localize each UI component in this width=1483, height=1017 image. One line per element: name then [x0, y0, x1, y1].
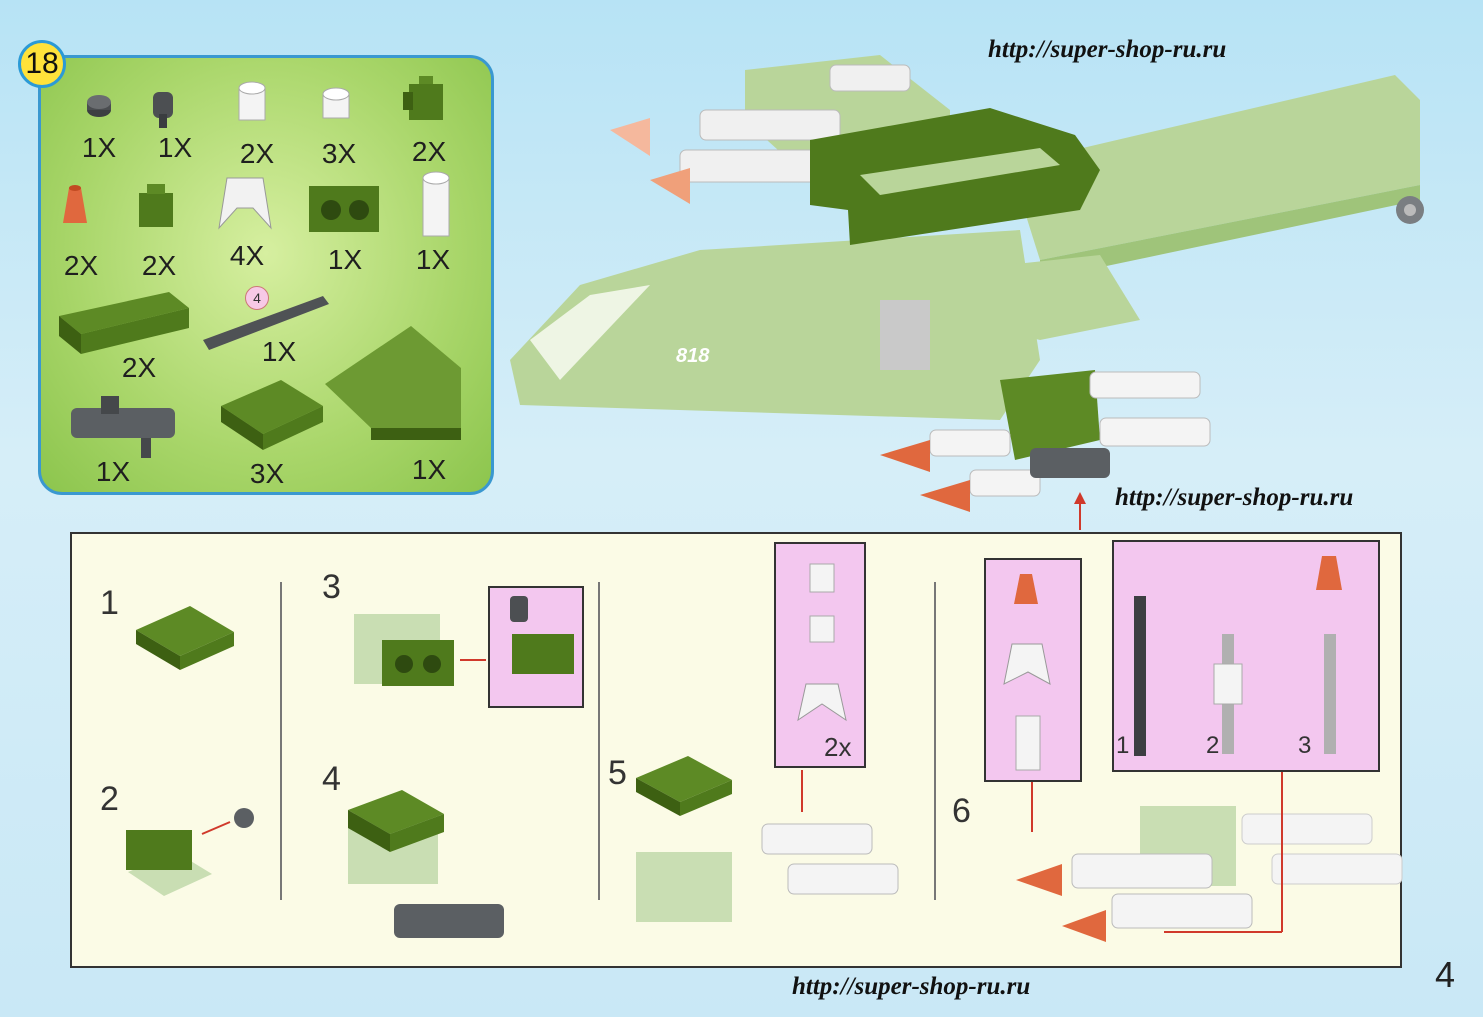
qty-label: 3X [249, 458, 285, 489]
part-plate-1x4-icon [59, 292, 189, 354]
part-pin-icon [153, 92, 173, 128]
step-number: 3 [322, 568, 341, 606]
step-divider [598, 582, 600, 900]
qty-label: 2X [411, 136, 447, 167]
part-brick-stud-icon [403, 76, 443, 120]
qty-label: 1X [415, 244, 451, 275]
parts-list-box: 1X 1X 2X 3X 2X 2X 2X 4X 1X 1X 2X 1X 4 1X… [38, 55, 494, 495]
qty-label: 1X [95, 456, 131, 487]
part-plate-2x2-icon [221, 380, 323, 450]
part-technic-brick-icon [309, 186, 379, 232]
qty-label: 2X [121, 352, 157, 383]
part-round-brick-2x2-icon [422, 171, 450, 237]
qty-label: 1X [157, 132, 193, 163]
page-number: 4 [1434, 954, 1455, 995]
step5-multiplier: 2x [824, 732, 852, 762]
qty-label: 4X [229, 240, 265, 271]
part-slope-wedge-icon [325, 326, 461, 440]
watermark-url-middle: http://super-shop-ru.ru [1115, 484, 1354, 511]
step-number: 2 [100, 780, 119, 818]
assembly-steps-panel: 1 2 3 4 5 6 2x 1 2 3 [70, 532, 1403, 968]
step-number: 4 [322, 760, 341, 798]
qty-label: 2X [141, 250, 177, 281]
qty-label: 1X [411, 454, 447, 485]
helicopter-model-illustration: 818 [510, 55, 1424, 530]
part-cone-icon [63, 185, 87, 223]
step-number: 5 [608, 754, 627, 792]
qty-label: 2X [63, 250, 99, 281]
sub-step-number: 3 [1298, 732, 1312, 759]
part-round-brick-icon [238, 81, 266, 121]
step-number: 1 [100, 584, 119, 622]
qty-label: 1X [81, 132, 117, 163]
part-fin-icon [218, 177, 272, 230]
watermark-url-top: http://super-shop-ru.ru [988, 36, 1227, 63]
qty-label: 2X [239, 138, 275, 169]
part-axle-icon [203, 296, 329, 350]
part-brick-1x1-icon [139, 184, 173, 227]
part-blaster-icon [71, 396, 175, 458]
qty-label: 1X [261, 336, 297, 367]
axle-length-circle: 4 [245, 286, 269, 310]
qty-label: 3X [321, 138, 357, 169]
step-divider [280, 582, 282, 900]
parts-illustrations [59, 76, 461, 458]
step-illustrations [126, 556, 1403, 942]
step-divider [934, 582, 936, 900]
part-round-plate-icon [87, 95, 111, 117]
part-round-plate-white-icon [322, 87, 350, 119]
tail-number: 818 [676, 345, 710, 367]
qty-label: 1X [327, 244, 363, 275]
step-number: 6 [952, 792, 971, 830]
step-number-badge: 18 [18, 40, 66, 88]
watermark-url-bottom: http://super-shop-ru.ru [792, 973, 1031, 1000]
sub-step-number: 1 [1116, 732, 1130, 759]
sub-step-number: 2 [1206, 732, 1220, 759]
